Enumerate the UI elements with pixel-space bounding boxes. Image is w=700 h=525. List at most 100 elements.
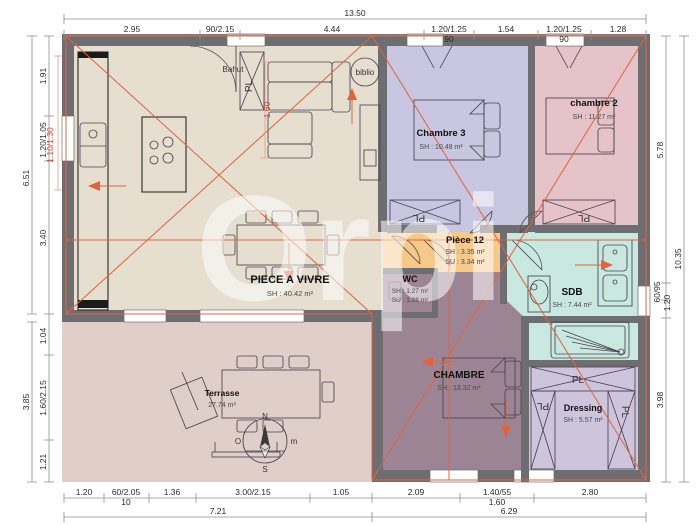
area-sdb: SH : 7.44 m² xyxy=(552,302,592,309)
entry-door-arc xyxy=(189,45,237,93)
wall-top-right xyxy=(584,34,638,46)
dim-bottom-total-1: 7.21 xyxy=(210,506,227,516)
placard-dress-left-box xyxy=(530,390,556,470)
label-chambre: CHAMBRE xyxy=(433,370,484,381)
dining-chair-6 xyxy=(297,266,319,280)
compass-north: N xyxy=(262,412,268,421)
dim-bottom-seg-7: 1.40/55 xyxy=(483,487,512,497)
kitchen-island xyxy=(141,116,187,193)
bed-ch3-corner-2 xyxy=(468,145,485,162)
compass-east: m xyxy=(291,437,298,446)
wall-left-lower xyxy=(62,161,74,322)
window-ch2-leaf-l xyxy=(555,45,569,69)
hob-burner-1 xyxy=(149,140,159,150)
sdb-basin-2 xyxy=(602,274,628,302)
dim-right-inner-3: 1.20 xyxy=(662,294,672,311)
dim-right-outer-1: 10.35 xyxy=(673,248,683,270)
furniture-tags: Bahut biblio PL PL PL PL PL PL xyxy=(223,65,630,419)
wall-right-lower xyxy=(638,316,650,482)
hob-burner-2 xyxy=(162,136,174,148)
partition-piece12-sdb xyxy=(500,232,507,276)
tv-screen xyxy=(363,149,377,167)
sdb-basin-drain-2 xyxy=(612,279,618,285)
window-ch3-leaf-r xyxy=(439,45,453,69)
room-fills xyxy=(62,45,638,482)
wall-top-3 xyxy=(443,34,546,46)
terrace-chair-4 xyxy=(236,419,258,433)
partition-sdb-dressing xyxy=(521,316,638,323)
kitchen-unit-top xyxy=(78,52,108,58)
area-dressing: SH : 5.57 m² xyxy=(563,417,603,424)
area-piece-a-vivre: SH : 40.42 m² xyxy=(267,289,314,298)
wall-right-upper xyxy=(638,34,650,286)
sdb-wc-unit xyxy=(527,275,551,313)
dim-bottom-seg-2-sub: 10 xyxy=(121,497,131,507)
dim-right-inner-4: 3.98 xyxy=(655,391,665,408)
red-diagonal-2 xyxy=(65,35,373,315)
wall-left-upper xyxy=(62,34,74,116)
window-left-1 xyxy=(61,115,75,162)
compass-circle xyxy=(242,418,288,464)
label-chambre-3: Chambre 3 xyxy=(416,128,465,139)
bed-ch3-pillow-1 xyxy=(483,102,501,130)
area-wc-sh: SH : 1.27 m² xyxy=(392,288,429,295)
window-bottom-1 xyxy=(123,309,167,323)
wall-bottom-right-a xyxy=(372,470,430,482)
dim-left-inner-6: 1.21 xyxy=(38,453,48,470)
terrace-lounger xyxy=(169,376,219,430)
dimensions-left: 6.51 3.85 1.91 1.20/1.05 3.40 1.04 1.60/… xyxy=(21,35,55,483)
dim-bottom-seg-5: 1.05 xyxy=(333,487,350,497)
label-piece-12: Pièce 12 xyxy=(446,235,484,246)
compass-rose xyxy=(242,418,288,464)
partition-wc-right xyxy=(432,268,438,316)
red-arrow-chambre-left xyxy=(421,357,459,367)
window-ch2-leaf-r xyxy=(569,45,583,69)
window-ch3-leaf-l xyxy=(421,45,435,69)
dim-bottom-seg-7-sub: 1.60 xyxy=(489,497,506,507)
tv-unit xyxy=(359,104,381,181)
area-piece-12-sh: SH : 3.35 m² xyxy=(445,249,485,256)
terrace-chair-6 xyxy=(321,381,335,403)
furniture xyxy=(77,45,636,470)
bed-master-corner-2 xyxy=(489,403,506,420)
kitchen-sink-drain xyxy=(88,129,98,139)
placard-dress-right-box xyxy=(607,390,636,470)
hob-burner-3 xyxy=(149,155,159,165)
dim-bottom-seg-6: 2.09 xyxy=(408,487,425,497)
interior-dim-160: 1.60 xyxy=(262,101,272,118)
red-arrow-living-down xyxy=(284,243,294,283)
dining-chair-3 xyxy=(297,210,319,224)
partition-ch3-bottom xyxy=(387,225,437,233)
wall-bottom-right-c xyxy=(554,470,650,482)
tag-bahut: Bahut xyxy=(223,65,245,74)
wc-toilet xyxy=(388,281,402,301)
dim-left-outer-2: 3.85 xyxy=(21,393,31,410)
sdb-shower-tray xyxy=(550,321,630,359)
dim-top-seg-7: 1.28 xyxy=(610,24,627,34)
dim-bottom-total-2: 6.29 xyxy=(501,506,518,516)
sdb-basin-1 xyxy=(602,244,628,272)
dim-bottom-seg-1: 1.20 xyxy=(76,487,93,497)
dim-top-seg-6: 1.20/1.25 xyxy=(546,24,582,34)
dim-left-inner-4: 1.04 xyxy=(38,327,48,344)
room-labels: PIECE A VIVRE SH : 40.42 m² Chambre 3 SH… xyxy=(205,98,618,424)
dim-left-inner-3: 3.40 xyxy=(38,229,48,246)
placard-living-box xyxy=(239,51,265,111)
kitchen-sink xyxy=(79,122,107,168)
red-arrow-kitchen xyxy=(88,181,126,191)
door-ch3-arc xyxy=(469,210,493,234)
red-arrow-chambre-down xyxy=(501,398,511,438)
terrace-set xyxy=(169,355,335,433)
placard-dress-top-box xyxy=(530,366,636,392)
compass-needle-n xyxy=(260,424,270,447)
partition-ch2-bottom xyxy=(535,225,638,233)
area-chambre: SH : 13.32 m² xyxy=(437,385,481,392)
dining-chair-4 xyxy=(245,266,267,280)
bed-ch3-pillow-2 xyxy=(483,130,501,158)
red-annotations: 1.60 xyxy=(54,35,647,481)
door-ch2-arc xyxy=(519,210,543,234)
dim-left-inner-1: 1.91 xyxy=(38,67,48,84)
partition-ch3-bottom-2 xyxy=(480,225,528,233)
